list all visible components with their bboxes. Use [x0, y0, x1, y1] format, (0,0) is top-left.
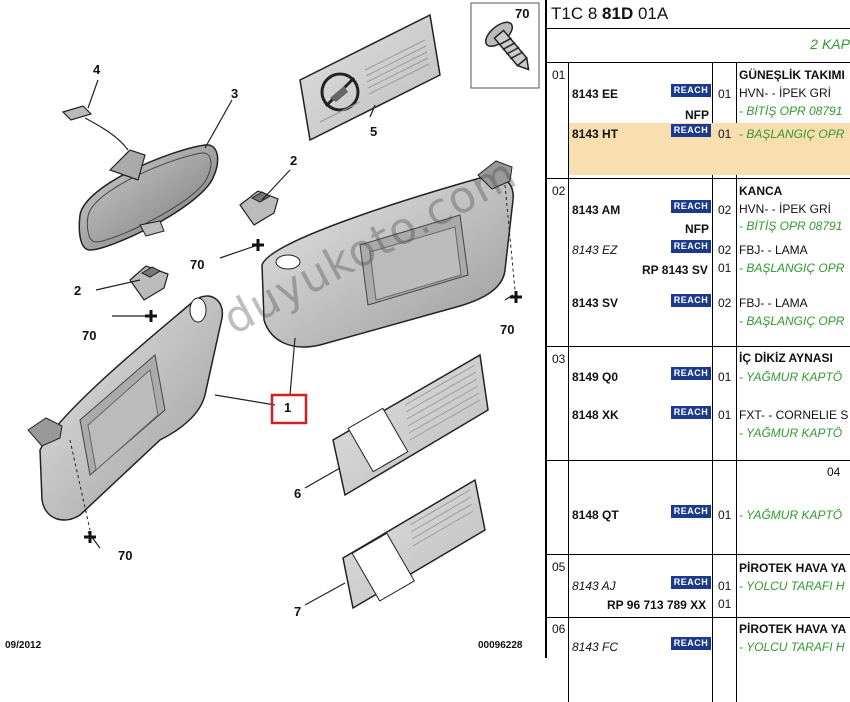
callout-70: 70 — [515, 6, 530, 21]
part-number[interactable]: 8143 EZ — [572, 243, 618, 257]
reach-badge: REACH — [671, 637, 711, 650]
application-note: - YOLCU TARAFI H — [739, 640, 845, 654]
quantity: 01 — [718, 408, 732, 422]
application-note: - BAŞLANGIÇ OPR — [739, 127, 845, 141]
code-bold: 81D — [602, 4, 634, 23]
label-card-5 — [299, 13, 441, 142]
quantity: 02 — [718, 296, 732, 310]
reach-badge: REACH — [671, 294, 711, 307]
part-number[interactable]: 8149 Q0 — [572, 370, 619, 384]
note: RP 96 713 789 XX — [607, 598, 707, 612]
fastener-markers — [84, 239, 522, 543]
callout-70: 70 — [82, 328, 97, 343]
parts-table: 2 KAP 01 GÜNEŞLİK TAKIMI 8143 EE REACH 0… — [545, 28, 850, 702]
reach-badge: REACH — [671, 240, 711, 253]
quantity: 02 — [718, 203, 732, 217]
application-note: - BAŞLANGIÇ OPR — [739, 261, 845, 275]
part-number[interactable]: 8143 FC — [572, 640, 619, 654]
description: HVN- - İPEK GRİ — [739, 202, 832, 216]
group-number: 06 — [552, 622, 566, 636]
callout-2: 2 — [290, 153, 298, 168]
callout-4: 4 — [93, 62, 101, 77]
group-number: 02 — [552, 184, 566, 198]
application-note: - BİTİŞ OPR 08791 — [739, 219, 843, 233]
callout-5: 5 — [370, 124, 378, 139]
visor-clip — [239, 190, 279, 226]
description: FBJ- - LAMA — [739, 243, 808, 257]
group-title: GÜNEŞLİK TAKIMI — [739, 68, 845, 82]
application-note: - YOLCU TARAFI H — [739, 579, 845, 593]
section-subtitle: 2 KAP — [810, 36, 850, 52]
highlight-box — [270, 393, 308, 425]
callout-70: 70 — [118, 548, 133, 563]
application-note: - YAĞMUR KAPTÖ — [739, 426, 843, 440]
reach-badge: REACH — [671, 200, 711, 213]
note: NFP — [685, 222, 709, 236]
note: RP 8143 SV — [642, 263, 708, 277]
application-note: - YAĞMUR KAPTÖ — [739, 508, 843, 522]
reach-badge: REACH — [671, 84, 711, 97]
callout-70: 70 — [190, 257, 205, 272]
application-note: - BİTİŞ OPR 08791 — [739, 104, 843, 118]
description: FBJ- - LAMA — [739, 296, 808, 310]
mirror-bracket — [61, 105, 129, 151]
quantity: 01 — [718, 87, 732, 101]
group-title: PİROTEK HAVA YA — [739, 561, 847, 575]
group-number: 05 — [552, 560, 566, 574]
quantity: 01 — [718, 579, 732, 593]
part-number[interactable]: 8143 EE — [572, 87, 619, 101]
part-number[interactable]: 8143 AJ — [572, 579, 616, 593]
parts-diagram — [27, 2, 540, 610]
callout-1: 1 — [284, 400, 292, 415]
label-card-7 — [342, 478, 486, 610]
diagram-date: 09/2012 — [5, 640, 42, 651]
reach-badge: REACH — [671, 505, 711, 518]
group-title: İÇ DİKİZ AYNASI — [739, 351, 833, 365]
reach-badge: REACH — [671, 576, 711, 589]
code-suffix: 01A — [633, 4, 669, 23]
callout-2: 2 — [74, 283, 82, 298]
screw-icon — [470, 2, 540, 89]
callout-3: 3 — [231, 86, 239, 101]
diagram-code: 00096228 — [478, 640, 523, 651]
callout-6: 6 — [294, 486, 302, 501]
reach-badge: REACH — [671, 367, 711, 380]
description: HVN- - İPEK GRİ — [739, 86, 832, 100]
application-note: - BAŞLANGIÇ OPR — [739, 314, 845, 328]
callout-70: 70 — [500, 322, 515, 337]
part-number[interactable]: 8143 SV — [572, 296, 619, 310]
part-number[interactable]: 8143 AM — [572, 203, 621, 217]
code-prefix: T1C 8 — [551, 4, 603, 23]
group-title: PİROTEK HAVA YA — [739, 622, 847, 636]
group-number: 03 — [552, 352, 566, 366]
group-title: KANCA — [739, 184, 783, 198]
part-number[interactable]: 8148 QT — [572, 508, 619, 522]
reach-badge: REACH — [671, 124, 711, 137]
catalog-code: T1C 8 81D 01A — [545, 0, 850, 29]
reach-badge: REACH — [671, 406, 711, 419]
quantity: 01 — [718, 597, 732, 611]
label-card-6 — [332, 353, 489, 497]
quantity: 01 — [718, 508, 732, 522]
leader-lines — [87, 79, 514, 606]
description: FXT- - CORNELIE S — [739, 408, 849, 422]
quantity: 01 — [718, 261, 732, 275]
sun-visor-right — [261, 160, 516, 348]
visor-clip — [129, 265, 169, 301]
part-number[interactable]: 8143 HT — [572, 127, 619, 141]
callout-7: 7 — [294, 604, 302, 619]
part-number[interactable]: 8148 XK — [572, 408, 619, 422]
note: NFP — [685, 108, 709, 122]
rear-view-mirror — [78, 144, 219, 251]
group-number: 04 — [827, 465, 841, 479]
group-number: 01 — [552, 68, 566, 82]
quantity: 01 — [718, 127, 732, 141]
quantity: 01 — [718, 370, 732, 384]
application-note: - YAĞMUR KAPTÖ — [739, 370, 843, 384]
quantity: 02 — [718, 243, 732, 257]
sun-visor-left — [27, 295, 224, 531]
